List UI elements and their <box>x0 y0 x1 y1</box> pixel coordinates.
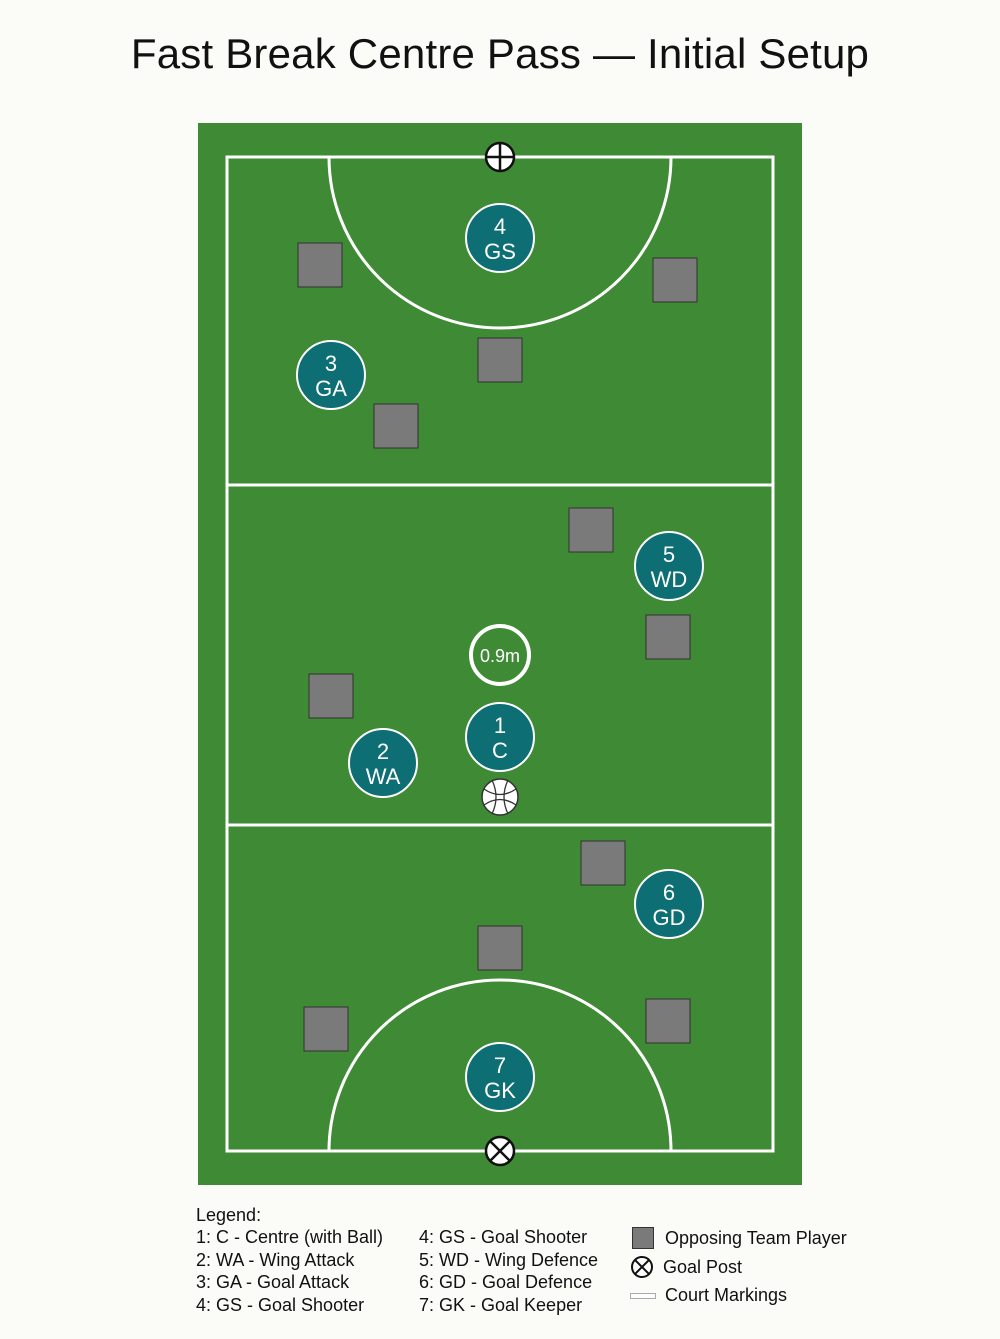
player-number: 7 <box>494 1053 506 1078</box>
player-position: C <box>492 738 508 763</box>
opponent-square <box>373 403 419 449</box>
legend-court-markings-label: Court Markings <box>665 1285 788 1305</box>
player-position: GA <box>315 376 347 401</box>
player-position: WA <box>366 764 401 789</box>
player-number: 1 <box>494 713 506 738</box>
court-marking-line-icon <box>630 1292 656 1299</box>
opponent-square <box>645 998 691 1044</box>
opponent-square <box>580 840 626 886</box>
player-marker <box>348 728 418 798</box>
opponent-square <box>652 257 698 303</box>
player-wa: 2WA <box>348 728 418 798</box>
player-gd: 6GD <box>634 869 704 939</box>
court-surface <box>198 123 802 1185</box>
legend-item: 4: GS - Goal Shooter <box>419 1227 588 1247</box>
legend-item: 4: GS - Goal Shooter <box>196 1294 365 1315</box>
opponent-square-icon <box>632 1227 654 1249</box>
legend-item: 7: GK - Goal Keeper <box>419 1294 583 1315</box>
legend-item: 2: WA - Wing Attack <box>196 1249 355 1270</box>
player-number: 3 <box>325 351 337 376</box>
goal-post-icon <box>630 1255 654 1279</box>
goal-post-top-icon <box>484 141 516 173</box>
opposing-players <box>297 242 698 1052</box>
player-position: GK <box>484 1078 516 1103</box>
legend-item: 6: GD - Goal Defence <box>419 1272 593 1292</box>
legend-column-2: 4: GS - Goal Shooter 5: WD - Wing Defenc… <box>419 1226 598 1316</box>
player-wd: 5WD <box>634 531 704 601</box>
opponent-square <box>297 242 343 288</box>
legend-heading: Legend: <box>196 1205 262 1225</box>
opponent-square <box>308 673 354 719</box>
legend-opponent-label: Opposing Team Player <box>665 1227 847 1248</box>
player-marker <box>465 702 535 772</box>
player-number: 5 <box>663 542 675 567</box>
player-number: 6 <box>663 880 675 905</box>
player-position: WD <box>651 567 688 592</box>
player-gk: 7GK <box>465 1042 535 1112</box>
player-marker <box>634 869 704 939</box>
player-marker <box>634 531 704 601</box>
shooting-circle-bottom <box>327 978 673 1152</box>
page-title: Fast Break Centre Pass — Initial Setup <box>130 30 870 77</box>
player-c: 1C <box>465 702 535 772</box>
player-number: 4 <box>494 214 506 239</box>
legend-court-markings-entry: Court Markings <box>630 1285 787 1306</box>
legend-column-1: 1: C - Centre (with Ball) 2: WA - Wing A… <box>196 1226 383 1316</box>
legend-goal-post-label: Goal Post <box>663 1256 743 1277</box>
player-marker <box>465 1042 535 1112</box>
legend-item: 5: WD - Wing Defence <box>419 1249 599 1270</box>
netball-icon <box>481 778 519 816</box>
opponent-square <box>645 614 691 660</box>
legend-opponent-entry: Opposing Team Player <box>630 1225 847 1251</box>
player-marker <box>296 340 366 410</box>
player-ga: 3GA <box>296 340 366 410</box>
centre-circle-label: 0.9m <box>480 646 520 666</box>
legend-item: 1: C - Centre (with Ball) <box>196 1227 384 1247</box>
legend-goal-post-entry: Goal Post <box>630 1255 742 1279</box>
team-players: 1C 2WA 3GA 4GS 5WD 6GD 7GK <box>296 203 704 1112</box>
player-position: GD <box>653 905 686 930</box>
player-position: GS <box>484 239 516 264</box>
opponent-square <box>477 925 523 971</box>
player-marker <box>465 203 535 273</box>
opponent-square <box>568 507 614 553</box>
player-gs: 4GS <box>465 203 535 273</box>
opponent-square <box>477 337 523 383</box>
legend-item: 3: GA - Goal Attack <box>196 1272 350 1292</box>
opponent-square <box>303 1006 349 1052</box>
shooting-circle-top <box>327 156 673 330</box>
centre-circle <box>469 624 531 686</box>
player-number: 2 <box>377 739 389 764</box>
goal-post-bottom-icon <box>484 1135 516 1167</box>
